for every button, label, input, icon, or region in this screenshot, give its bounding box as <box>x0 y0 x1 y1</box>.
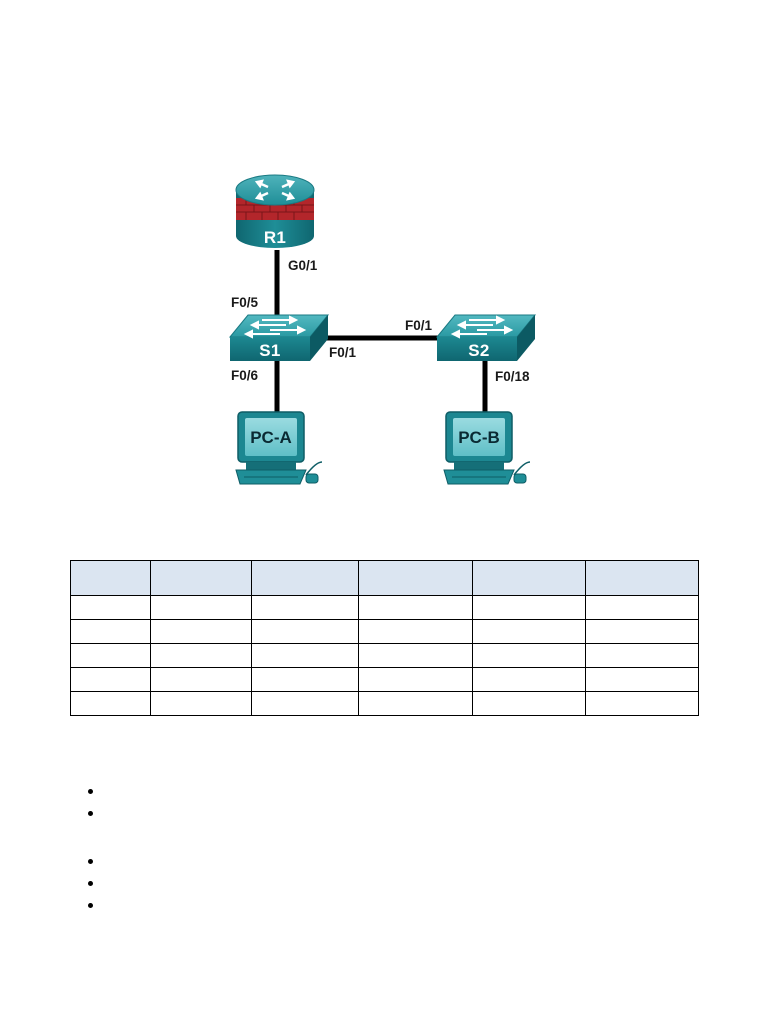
table-cell <box>150 619 252 644</box>
bullet-dot-icon <box>88 811 93 816</box>
switch-s1-label: S1 <box>259 341 280 360</box>
table-cell <box>472 595 586 620</box>
table-cell <box>585 667 699 692</box>
table-cell <box>150 595 252 620</box>
port-label-s1-f0-1: F0/1 <box>329 345 357 360</box>
table-cell <box>358 619 473 644</box>
table-cell <box>251 667 359 692</box>
table-cell <box>472 691 586 716</box>
router-r1-label: R1 <box>264 228 286 247</box>
table-cell <box>585 643 699 668</box>
table-row <box>70 619 699 644</box>
port-label-s1-f0-5: F0/5 <box>231 295 259 310</box>
table-cell <box>251 691 359 716</box>
table-cell <box>472 667 586 692</box>
table-header-cell <box>150 560 252 596</box>
table-cell <box>472 619 586 644</box>
table-cell <box>585 595 699 620</box>
table-row <box>70 643 699 668</box>
pc-a-label: PC-A <box>250 428 292 447</box>
table-cell <box>70 643 151 668</box>
switch-arrows-icon <box>450 315 514 339</box>
table-cell <box>358 667 473 692</box>
table-header-row <box>70 560 699 596</box>
network-topology-diagram: R1 S1 S2 PC-A <box>228 174 537 485</box>
table-row <box>70 667 699 692</box>
table-cell <box>251 619 359 644</box>
bullet-dot-icon <box>88 789 93 794</box>
port-label-s2-f0-1: F0/1 <box>405 318 433 333</box>
pc-b[interactable]: PC-B <box>443 411 531 485</box>
table-row <box>70 595 699 620</box>
table-header-cell <box>70 560 151 596</box>
addressing-table <box>70 560 699 716</box>
table-row <box>70 691 699 716</box>
table-header-cell <box>358 560 473 596</box>
table-cell <box>358 643 473 668</box>
table-cell <box>70 595 151 620</box>
table-cell <box>358 691 473 716</box>
bullet-dot-icon <box>88 881 93 886</box>
table-cell <box>585 619 699 644</box>
table-cell <box>150 667 252 692</box>
table-cell <box>70 691 151 716</box>
table-header-cell <box>472 560 586 596</box>
pc-a[interactable]: PC-A <box>235 411 323 485</box>
port-label-s2-f0-18: F0/18 <box>495 369 530 384</box>
switch-s2-label: S2 <box>468 341 489 360</box>
bullet-dot-icon <box>88 903 93 908</box>
table-cell <box>150 691 252 716</box>
table-cell <box>358 595 473 620</box>
links <box>274 250 488 412</box>
port-label-r1-g0-1: G0/1 <box>288 258 318 273</box>
pc-b-label: PC-B <box>458 428 500 447</box>
table-cell <box>70 667 151 692</box>
table-header-cell <box>585 560 699 596</box>
table-cell <box>251 595 359 620</box>
switch-s1[interactable]: S1 <box>228 314 330 361</box>
table-cell <box>585 691 699 716</box>
bullet-dot-icon <box>88 859 93 864</box>
table-cell <box>70 619 151 644</box>
table-cell <box>150 643 252 668</box>
router-r1[interactable]: R1 <box>235 174 315 248</box>
switch-arrows-icon <box>243 315 307 339</box>
router-arrows-icon <box>254 179 296 201</box>
switch-s2[interactable]: S2 <box>435 314 537 361</box>
table-cell <box>251 643 359 668</box>
table-cell <box>472 643 586 668</box>
table-header-cell <box>251 560 359 596</box>
port-label-s1-f0-6: F0/6 <box>231 368 259 383</box>
